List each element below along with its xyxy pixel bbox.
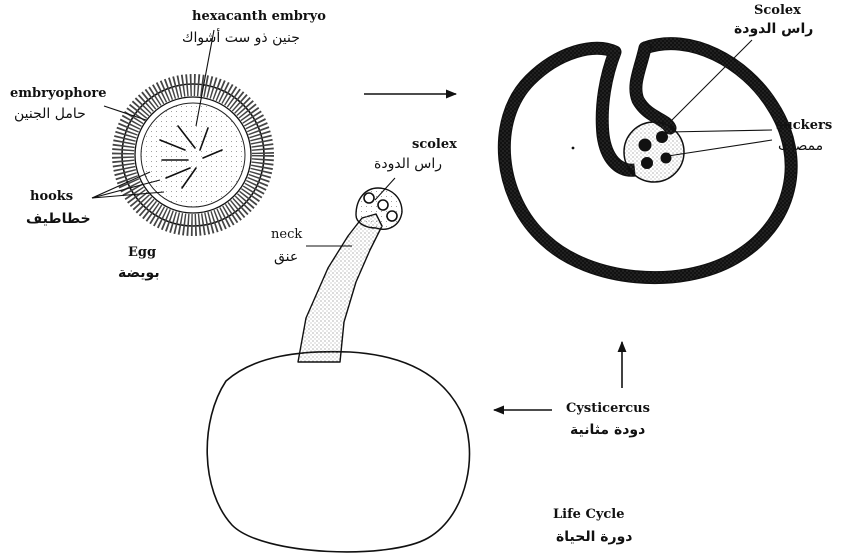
label-scolex-top-en: Scolex (754, 4, 801, 17)
label-embryophore-en: embryophore (10, 87, 107, 100)
invaginated-scolex (624, 122, 684, 182)
sucker-3 (641, 157, 653, 169)
label-scolex-top-ar: راس الدودة (734, 22, 813, 36)
evaginated-cysticercus-drawing (207, 188, 469, 552)
sucker-4 (661, 153, 672, 164)
label-suckers-en: suckers (776, 119, 832, 132)
label-egg-ar: بويضة (118, 266, 160, 280)
label-scolex-ar: راس الدودة (374, 157, 442, 171)
label-neck-ar: عنق (274, 250, 298, 264)
bladder (207, 352, 469, 552)
label-hooks-en: hooks (30, 190, 73, 203)
label-hexacanth-en: hexacanth embryo (192, 10, 326, 23)
hexacanth-embryo (141, 103, 245, 207)
label-scolex-en: scolex (412, 138, 457, 151)
neck-body (298, 214, 382, 362)
sucker-1 (639, 139, 652, 152)
label-lifecycle-en: Life Cycle (553, 508, 625, 521)
label-hexacanth-ar: جنين ذو ست أشواك (182, 31, 300, 45)
label-embryophore-ar: حامل الجنين (14, 107, 86, 121)
label-hooks-ar: خطاطيف (26, 212, 91, 226)
label-neck-en: neck (271, 228, 302, 241)
label-lifecycle-ar: دورة الحياة (556, 530, 632, 544)
label-cysticercus-ar: دودة مثانية (570, 423, 645, 437)
label-cysticercus-en: Cysticercus (566, 402, 650, 415)
cysticercus-bladder-drawing (504, 44, 791, 278)
egg-drawing (122, 84, 264, 226)
sucker-2 (656, 131, 668, 143)
label-suckers-ar: ممصات (778, 139, 823, 153)
label-egg-en: Egg (128, 246, 156, 259)
